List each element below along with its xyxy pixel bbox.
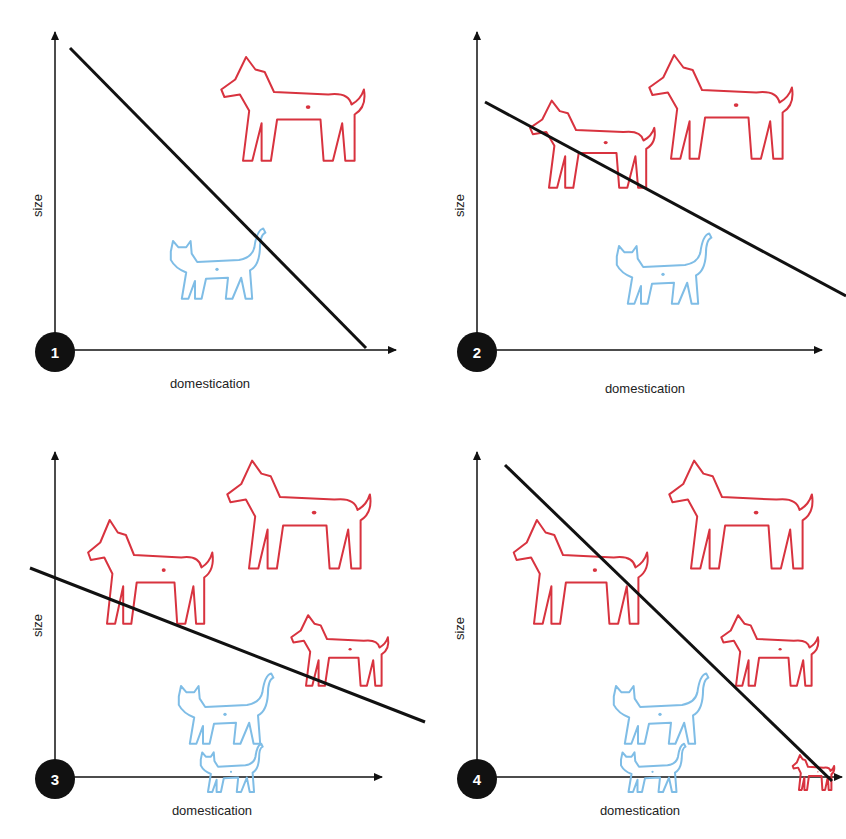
axis-label: size [31, 191, 46, 218]
dog-figure [227, 461, 370, 569]
axis-label: size [453, 191, 468, 218]
scottie-figure [721, 615, 818, 686]
panel-number: 2 [457, 332, 497, 372]
cat-figure [171, 228, 266, 298]
decision-line [70, 48, 366, 348]
panel-number: 3 [35, 759, 75, 799]
cat-figure [617, 233, 712, 303]
decision-line [485, 102, 846, 296]
wolf-figure [88, 520, 213, 624]
axis-label: size [453, 614, 468, 641]
wolf-figure [530, 101, 655, 188]
decision-line [30, 568, 425, 722]
kitten-figure [201, 744, 263, 792]
dog-figure [669, 461, 812, 569]
axes [55, 32, 842, 777]
axis-label: domestication [170, 803, 254, 818]
chihuahua-figure [793, 755, 835, 790]
callout-number: 4 [473, 771, 481, 788]
axis-label: domestication [603, 381, 687, 396]
panel-number: 1 [35, 332, 75, 372]
axis-label: domestication [168, 376, 252, 391]
wolf-figure [514, 520, 648, 624]
axis-label: domestication [598, 803, 682, 818]
callout-number: 1 [51, 344, 59, 361]
dog-figure [649, 55, 792, 159]
decision-line [505, 465, 832, 781]
cat-figure [614, 673, 709, 743]
callout-number: 2 [473, 344, 481, 361]
cat-figure [179, 673, 274, 743]
axis-label: size [31, 611, 46, 638]
panel-number: 4 [457, 759, 497, 799]
callout-number: 3 [51, 771, 59, 788]
dog-figure [221, 57, 364, 161]
kitten-figure [621, 744, 686, 792]
